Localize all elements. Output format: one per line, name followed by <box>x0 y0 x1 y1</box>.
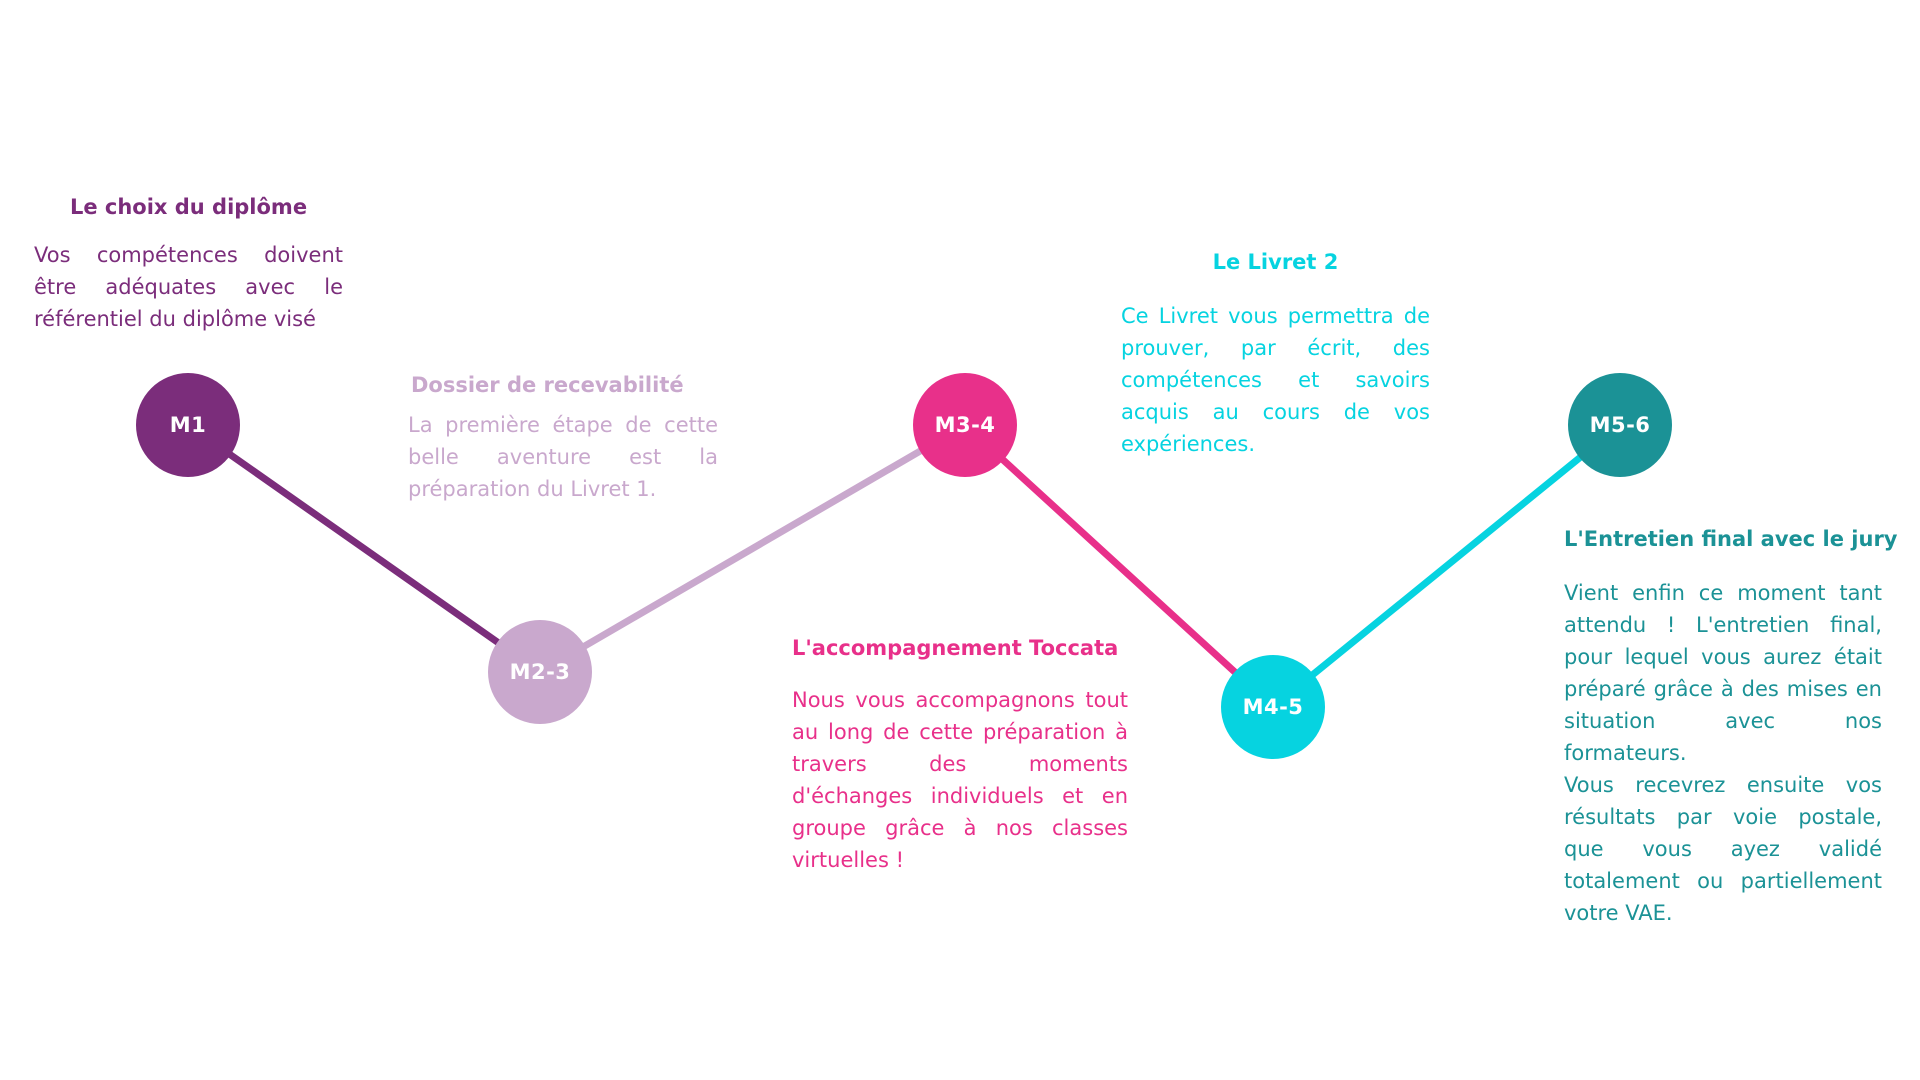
milestone-badge: M3-4 <box>934 413 996 437</box>
milestone-m5-6: M5-6 <box>1568 373 1672 477</box>
milestone-m3-4: M3-4 <box>913 373 1017 477</box>
step-description: Vient enfin ce moment tant attendu ! L'e… <box>1564 581 1882 765</box>
step-title: Le choix du diplôme <box>69 195 308 219</box>
connector-m3-4-m4-5 <box>961 421 1277 711</box>
step-title: Le Livret 2 <box>1212 250 1339 274</box>
milestone-badge: M1 <box>169 413 207 437</box>
milestone-badge: M5-6 <box>1589 413 1651 437</box>
step-description: Vos compétences doivent être adéquates a… <box>34 243 343 331</box>
connector-m2-3-m3-4 <box>536 421 969 676</box>
step-m2-3-block: Dossier de recevabilité La première étap… <box>408 373 718 505</box>
step-m1-block: Le choix du diplôme Vos compétences doiv… <box>34 195 343 335</box>
step-description: Ce Livret vous permettra de prouver, par… <box>1121 304 1430 456</box>
milestone-badge: M2-3 <box>509 660 571 684</box>
step-m5-6-block: L'Entretien final avec le jury Vient enf… <box>1564 527 1898 929</box>
milestone-m2-3: M2-3 <box>488 620 592 724</box>
milestone-m4-5: M4-5 <box>1221 655 1325 759</box>
connector-m1-m2-3 <box>184 421 544 676</box>
step-description: Vous recevrez ensuite vos résultats par … <box>1564 773 1882 925</box>
step-title: L'Entretien final avec le jury <box>1564 527 1898 551</box>
connector-m4-5-m5-6 <box>1269 421 1624 711</box>
step-m4-5-block: Le Livret 2 Ce Livret vous permettra de … <box>1121 250 1430 460</box>
step-description: Nous vous accompagnons tout au long de c… <box>792 688 1128 872</box>
milestone-m1: M1 <box>136 373 240 477</box>
step-m3-4-block: L'accompagnement Toccata Nous vous accom… <box>792 636 1128 876</box>
step-title: Dossier de recevabilité <box>411 373 684 397</box>
step-description: La première étape de cette belle aventur… <box>408 413 718 501</box>
milestone-badge: M4-5 <box>1242 695 1304 719</box>
step-title: L'accompagnement Toccata <box>792 636 1119 660</box>
